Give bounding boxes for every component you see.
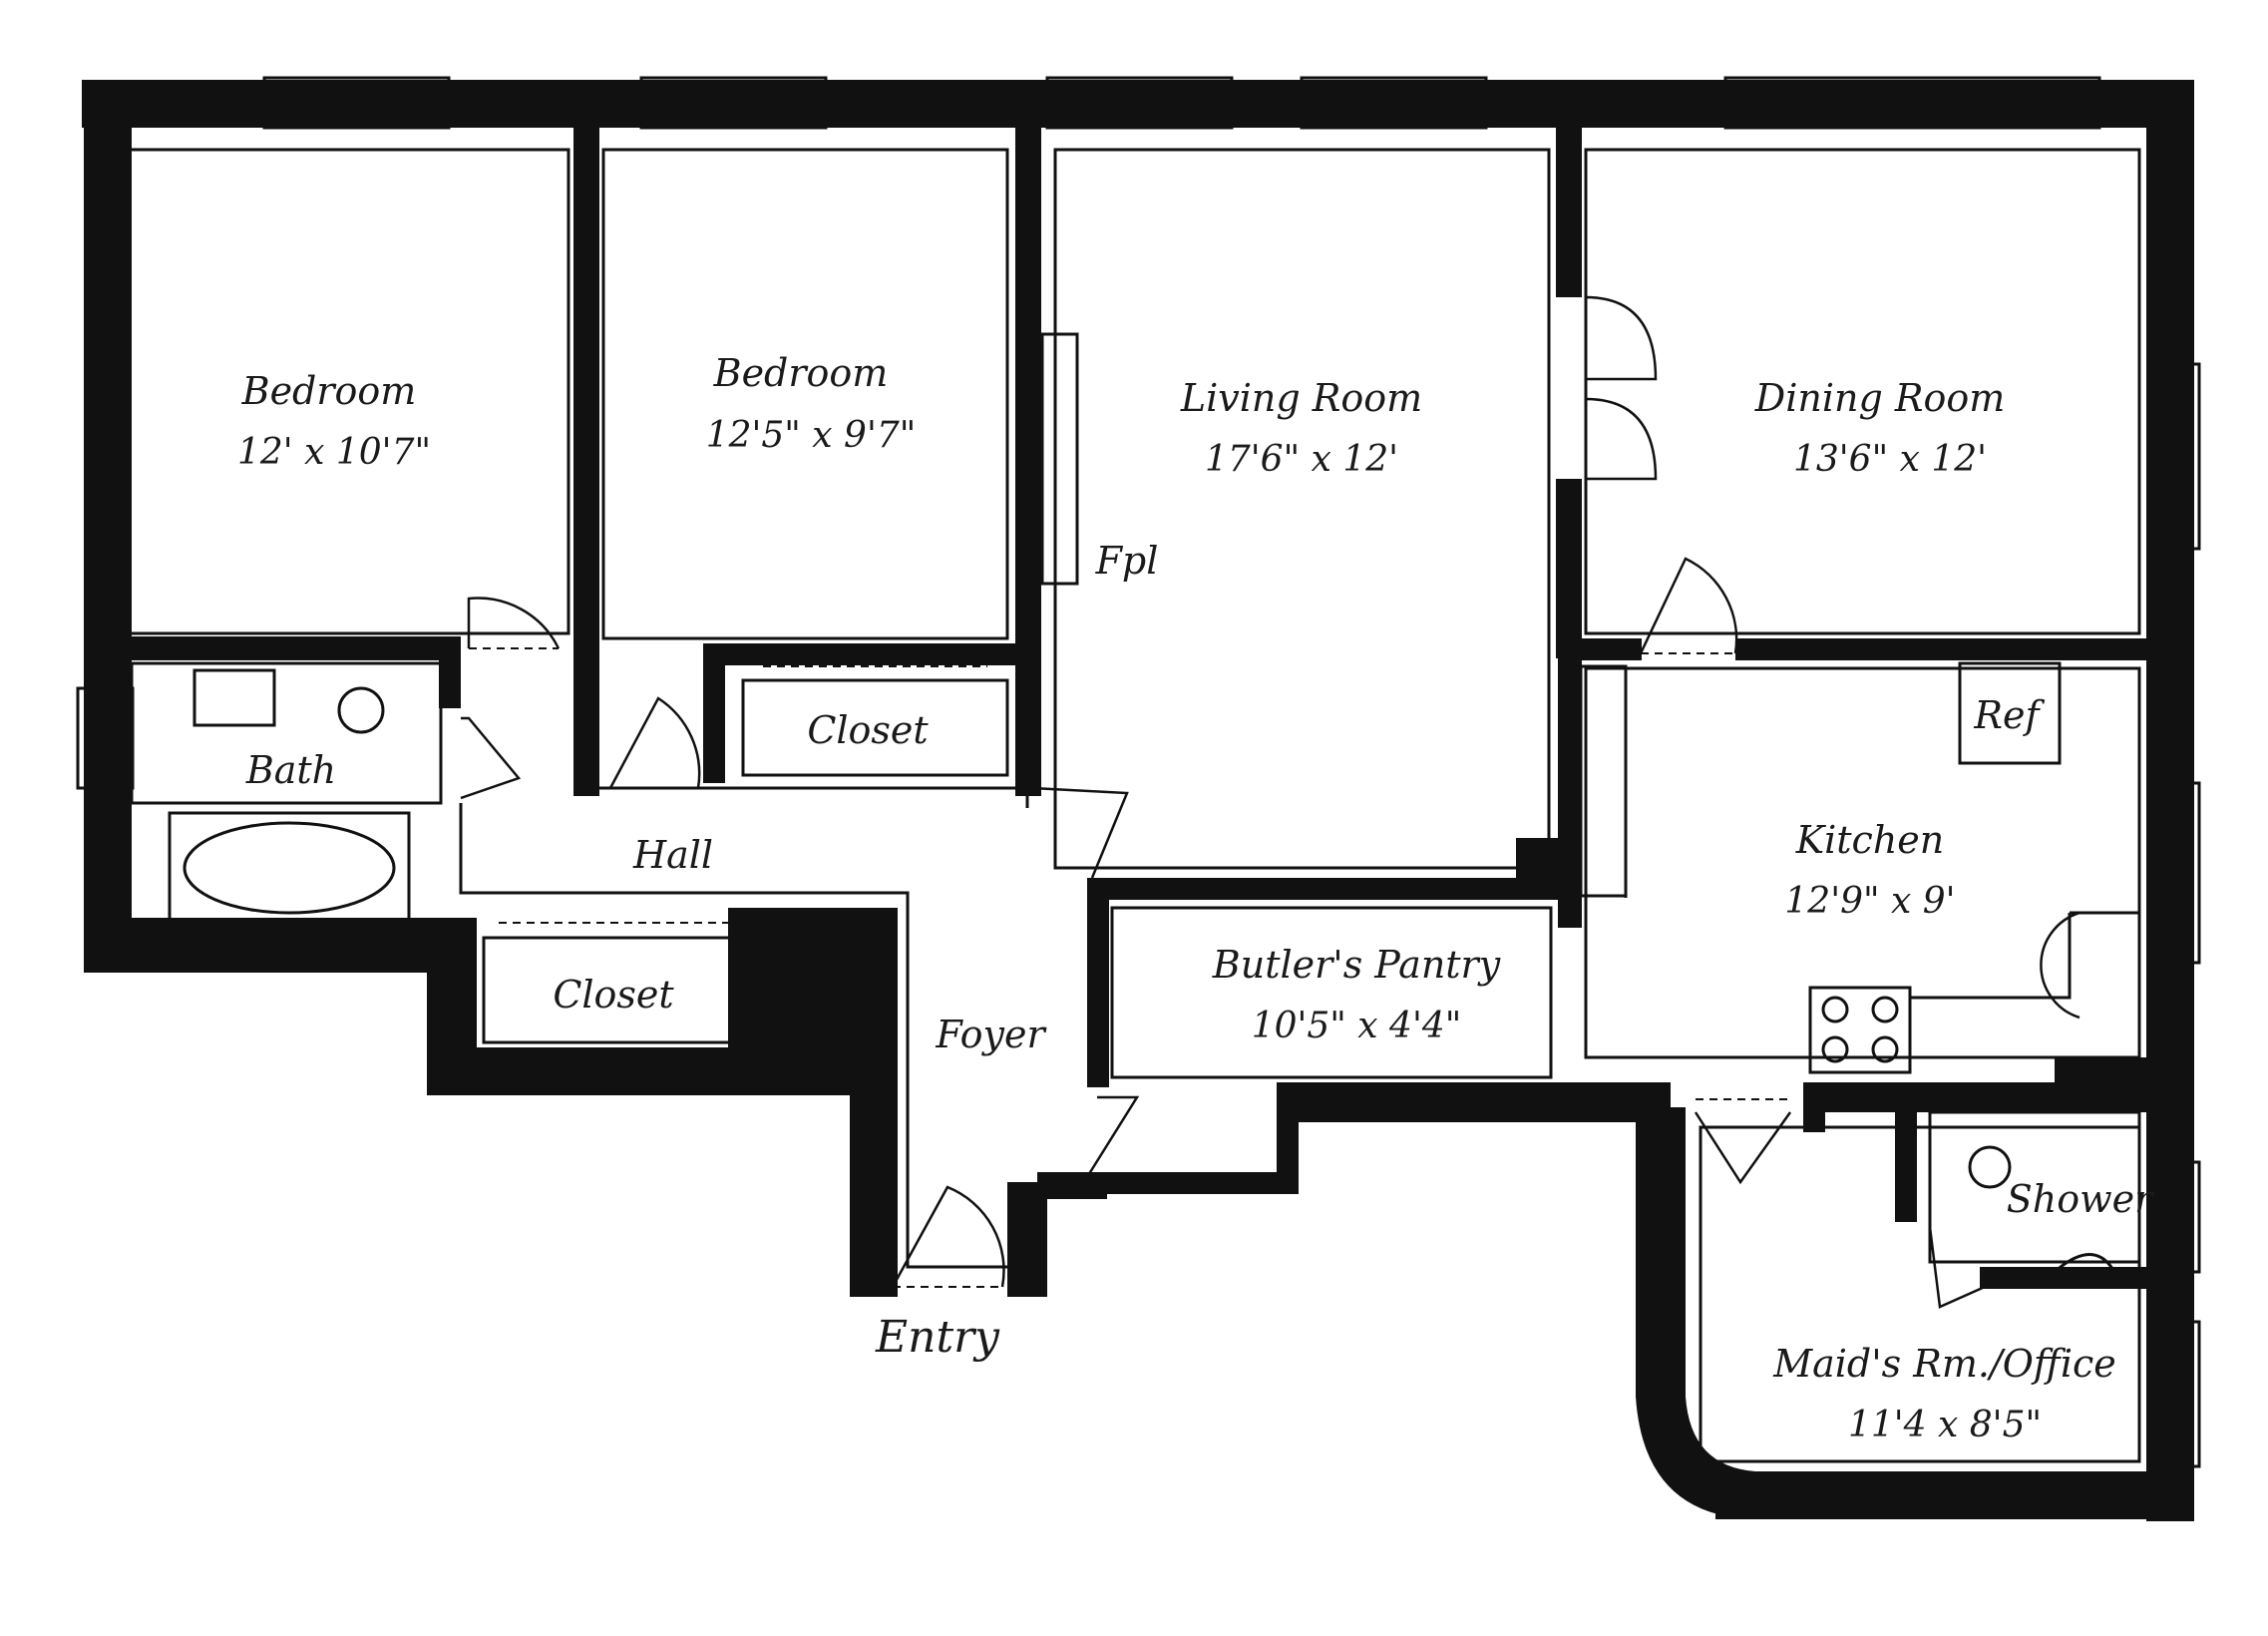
shower-label: Shower (2007, 1177, 2155, 1221)
living-name: Living Room (1180, 376, 1422, 420)
ref-label: Ref (1973, 693, 2045, 737)
closet1-label: Closet (807, 708, 929, 752)
bedroom2-name: Bedroom (713, 351, 889, 395)
bedroom1-name: Bedroom (241, 369, 417, 413)
door-openings (469, 297, 1790, 1288)
pantry-dim: 10'5" x 4'4" (1252, 1006, 1462, 1046)
walls (82, 80, 2194, 1521)
bedroom1-dim: 12' x 10'7" (237, 432, 431, 473)
maid-name: Maid's Rm./Office (1772, 1342, 2116, 1386)
living-dim: 17'6" x 12' (1205, 439, 1398, 480)
closet2-label: Closet (553, 973, 674, 1017)
bath-label: Bath (245, 748, 336, 792)
dining-name: Dining Room (1754, 376, 2006, 420)
pantry-name: Butler's Pantry (1212, 943, 1501, 987)
fireplace-label: Fpl (1095, 539, 1159, 583)
hall-label: Hall (632, 833, 713, 877)
entry-label: Entry (875, 1312, 1000, 1363)
room-outlines (76, 76, 2201, 1468)
kitchen-name: Kitchen (1795, 818, 1945, 862)
dining-dim: 13'6" x 12' (1793, 439, 1987, 480)
maid-dim: 11'4 x 8'5" (1848, 1405, 2042, 1445)
kitchen-dim: 12'9" x 9' (1784, 881, 1955, 922)
bedroom2-dim: 12'5" x 9'7" (706, 415, 917, 456)
foyer-label: Foyer (935, 1013, 1047, 1056)
room-labels: Bedroom 12' x 10'7" Bedroom 12'5" x 9'7"… (237, 351, 2155, 1445)
door-swings (460, 295, 2080, 1309)
